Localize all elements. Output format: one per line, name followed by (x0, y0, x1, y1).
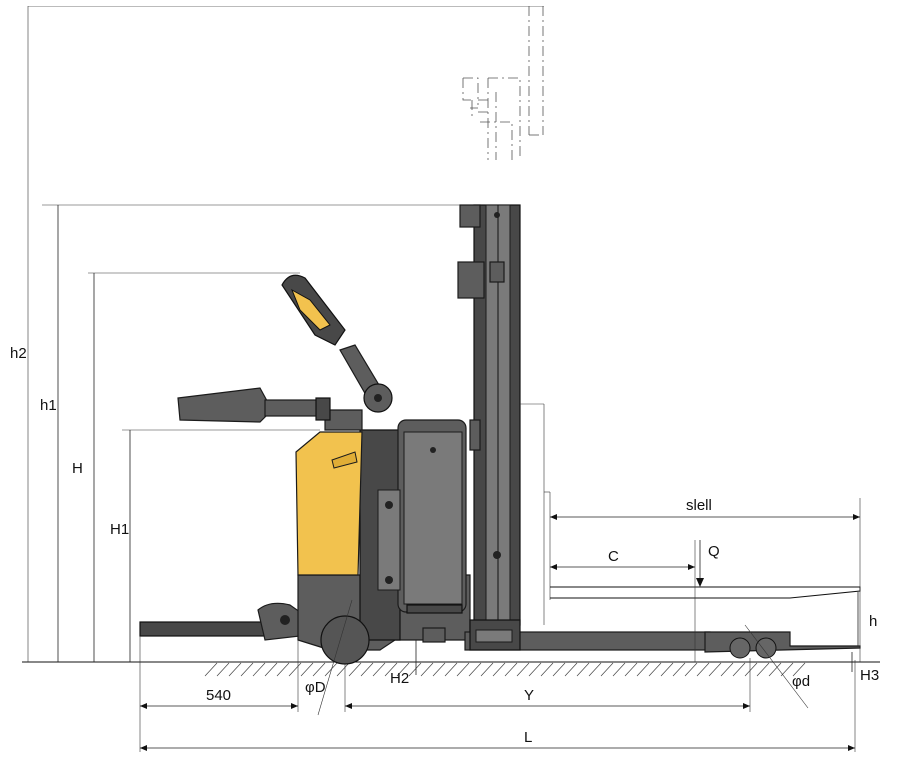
label-Q: Q (708, 543, 720, 560)
hatch-stroke (528, 662, 542, 677)
hatch-stroke (636, 662, 650, 677)
hatch-stroke (684, 662, 698, 677)
hatch-stroke (720, 662, 734, 677)
hatch-stroke (732, 662, 746, 677)
hatch-stroke (312, 662, 326, 677)
side-armrest (177, 387, 331, 423)
hatch-stroke (708, 662, 722, 677)
hatch-stroke (204, 662, 218, 677)
hatch-stroke (780, 662, 794, 677)
hatch-stroke (672, 662, 686, 677)
hatch-stroke (432, 662, 446, 677)
ground (22, 661, 880, 677)
hatch-stroke (744, 662, 758, 677)
hatch-stroke (648, 662, 662, 677)
battery-cover (295, 431, 363, 576)
hatch-stroke (468, 662, 482, 677)
hatch-stroke (756, 662, 770, 677)
tiller (281, 274, 393, 431)
label-L: L (524, 729, 532, 746)
label-H3: H3 (860, 667, 879, 684)
hatch-stroke (372, 662, 386, 677)
label-phid: φd (792, 673, 810, 690)
load-wheel-rear (755, 637, 777, 659)
label-H: H (72, 460, 83, 477)
hatch-stroke (552, 662, 566, 677)
hatch-stroke (420, 662, 434, 677)
hatch-stroke (576, 662, 590, 677)
hatch-stroke (396, 662, 410, 677)
hatch-stroke (336, 662, 350, 677)
load-wheel-front (729, 637, 751, 659)
dimension-lines (27, 6, 861, 752)
hatch-stroke (456, 662, 470, 677)
label-540: 540 (206, 687, 231, 704)
label-h2: h2 (10, 345, 27, 362)
hatch-stroke (792, 662, 806, 677)
hatch-stroke (492, 662, 506, 677)
hatch-stroke (288, 662, 302, 677)
hatch-stroke (216, 662, 230, 677)
extended-mast-outline (28, 6, 544, 160)
label-Y: Y (524, 687, 534, 704)
hatch-stroke (348, 662, 362, 677)
hatch-stroke (588, 662, 602, 677)
label-h1: h1 (40, 397, 57, 414)
label-C: C (608, 548, 619, 565)
label-slell: slell (686, 497, 712, 514)
label-H1: H1 (110, 521, 129, 538)
label-H2: H2 (390, 670, 409, 687)
hatch-stroke (480, 662, 494, 677)
hatch-stroke (540, 662, 554, 677)
hatch-stroke (300, 662, 314, 677)
operator-platform (139, 602, 301, 641)
hatch-stroke (264, 662, 278, 677)
hatch-stroke (444, 662, 458, 677)
label-h: h (869, 613, 877, 630)
hatch-stroke (228, 662, 242, 677)
hatch-stroke (600, 662, 614, 677)
hatch-stroke (516, 662, 530, 677)
hatch-stroke (252, 662, 266, 677)
hatch-stroke (276, 662, 290, 677)
hatch-stroke (240, 662, 254, 677)
hatch-stroke (660, 662, 674, 677)
hatch-stroke (384, 662, 398, 677)
hatch-stroke (612, 662, 626, 677)
hatch-stroke (408, 662, 422, 677)
hatch-stroke (504, 662, 518, 677)
battery-cover-handle (331, 451, 358, 469)
ground-hatching (204, 662, 806, 677)
label-phiD: φD (305, 679, 326, 696)
hatch-stroke (360, 662, 374, 677)
hatch-stroke (564, 662, 578, 677)
hatch-stroke (624, 662, 638, 677)
mast (457, 204, 545, 626)
hatch-stroke (696, 662, 710, 677)
hatch-stroke (324, 662, 338, 677)
hatch-stroke (768, 662, 782, 677)
support-leg (464, 619, 861, 659)
